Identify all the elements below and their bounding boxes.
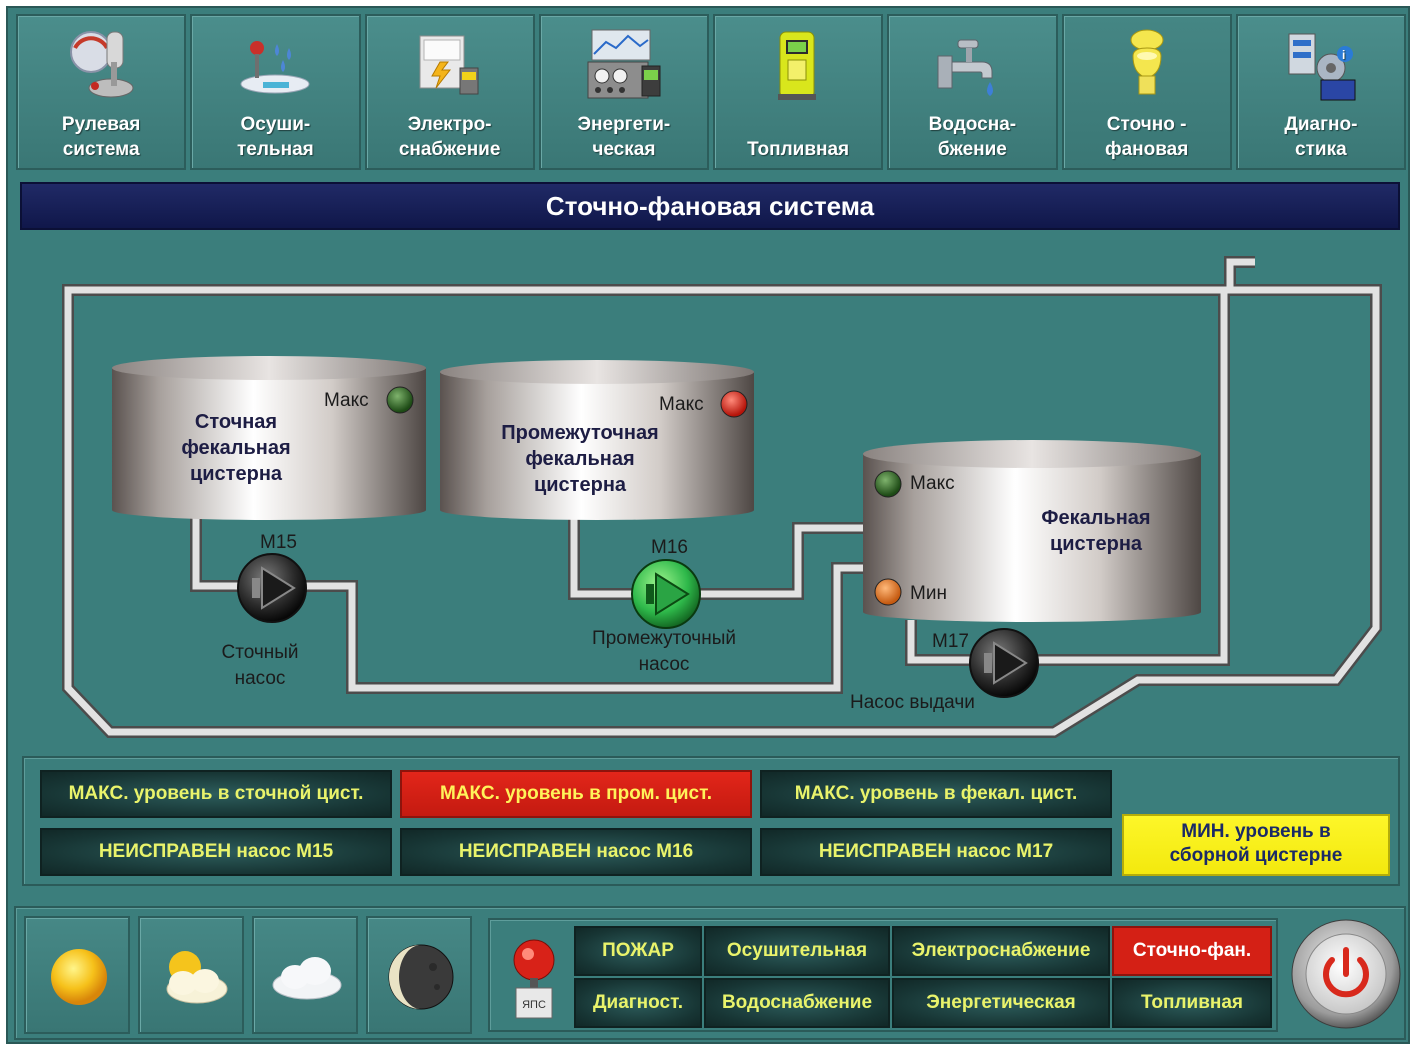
max-label: Макс bbox=[659, 394, 704, 415]
diagnostics-icon: i bbox=[1288, 33, 1356, 101]
tank-fecal-name: цистерна bbox=[1050, 533, 1143, 555]
nav-sewage[interactable]: Сточно - фановая bbox=[1061, 14, 1232, 170]
water-button[interactable]: Водоснабжение bbox=[704, 978, 890, 1028]
toilet-icon bbox=[1130, 29, 1164, 95]
bottom-bar: ЯПС ПОЖАР Осушительная Электроснабжение … bbox=[14, 906, 1406, 1040]
partly-cloudy-icon bbox=[166, 951, 228, 1004]
fuel-button[interactable]: Топливная bbox=[1112, 978, 1272, 1028]
top-nav: Рулевая система Осуши- тельная Э bbox=[16, 14, 1406, 170]
tank-intermediate-name: фекальная bbox=[525, 448, 634, 470]
pump-m17[interactable] bbox=[969, 628, 1039, 698]
nav-water[interactable]: Водосна- бжение bbox=[887, 14, 1058, 170]
tank-sewage: Сточная фекальная цистерна Макс bbox=[112, 356, 426, 520]
cloudy-icon bbox=[272, 957, 342, 1000]
nav-fuel[interactable]: Топливная bbox=[713, 14, 884, 170]
energy-monitor-icon bbox=[587, 29, 661, 99]
tank-intermediate: Промежуточная фекальная цистерна Макс bbox=[440, 360, 754, 520]
tank-intermediate-name: Промежуточная bbox=[501, 422, 658, 444]
pump-m15-name: Сточный bbox=[221, 642, 298, 663]
pump-m15-name: насос bbox=[235, 668, 286, 689]
nav-power-supply[interactable]: Электро- снабжение bbox=[364, 14, 535, 170]
sewage-button[interactable]: Сточно-фан. bbox=[1112, 926, 1272, 976]
pump-m17-name: Насос выдачи bbox=[850, 692, 975, 713]
max-label: Макс bbox=[910, 473, 955, 494]
joystick-icon bbox=[70, 31, 134, 98]
pump-m16[interactable] bbox=[631, 559, 701, 629]
alarm-panel: МАКС. уровень в сточной цист. МАКС. уров… bbox=[22, 756, 1400, 886]
nav-energy[interactable]: Энергети- ческая bbox=[538, 14, 709, 170]
energy-button[interactable]: Энергетическая bbox=[892, 978, 1110, 1028]
alarm-fault-m17[interactable]: НЕИСПРАВЕН насос М17 bbox=[760, 828, 1112, 876]
alarm-max-fecal[interactable]: МАКС. уровень в фекал. цист. bbox=[760, 770, 1112, 818]
page-title: Сточно-фановая система bbox=[20, 182, 1400, 230]
nav-steering[interactable]: Рулевая система bbox=[16, 14, 187, 170]
power-button[interactable] bbox=[1288, 914, 1404, 1034]
sun-icon bbox=[51, 949, 107, 1005]
fire-alarm-bell-icon[interactable]: ЯПС bbox=[504, 932, 564, 1022]
pipes bbox=[62, 256, 1382, 738]
min-label: Мин bbox=[910, 583, 947, 604]
pump-m16-name: Промежуточный bbox=[592, 628, 736, 649]
tank-sewage-name: Сточная bbox=[195, 411, 277, 433]
nav-diagnostics[interactable]: i Диагно- стика bbox=[1235, 14, 1406, 170]
tank-sewage-name: фекальная bbox=[181, 437, 290, 459]
quick-nav-panel: ЯПС ПОЖАР Осушительная Электроснабжение … bbox=[488, 918, 1278, 1032]
tank-fecal: Фекальная цистерна Макс Мин bbox=[863, 440, 1201, 622]
moon-icon bbox=[388, 944, 454, 1010]
cloudy-button[interactable] bbox=[252, 916, 358, 1034]
min-level-indicator bbox=[874, 578, 902, 606]
power-icon bbox=[1323, 947, 1369, 998]
partly-cloudy-button[interactable] bbox=[138, 916, 244, 1034]
pump-m16-id: M16 bbox=[651, 537, 688, 558]
main-window: Рулевая система Осуши- тельная Э bbox=[6, 6, 1410, 1044]
fire-button[interactable]: ПОЖАР bbox=[574, 926, 702, 976]
alarm-max-intermediate[interactable]: МАКС. уровень в пром. цист. bbox=[400, 770, 752, 818]
fuel-pump-icon bbox=[778, 31, 817, 100]
max-label: Макс bbox=[324, 390, 369, 411]
tank-fecal-name: Фекальная bbox=[1041, 507, 1150, 529]
diagnostics-button[interactable]: Диагност. bbox=[574, 978, 702, 1028]
night-button[interactable] bbox=[366, 916, 472, 1034]
pump-m16-name: насос bbox=[639, 654, 690, 675]
water-tap-icon bbox=[937, 39, 994, 96]
day-button[interactable] bbox=[24, 916, 130, 1034]
schematic: Сточная фекальная цистерна Макс Промежут… bbox=[62, 256, 1382, 738]
alarm-min-collection[interactable]: МИН. уровень в сборной цистерне bbox=[1122, 814, 1390, 876]
svg-text:ЯПС: ЯПС bbox=[522, 999, 546, 1011]
alarm-fault-m16[interactable]: НЕИСПРАВЕН насос М16 bbox=[400, 828, 752, 876]
pump-m17-id: M17 bbox=[932, 631, 969, 652]
pump-m15[interactable] bbox=[237, 553, 307, 623]
pump-m15-id: M15 bbox=[260, 532, 297, 553]
max-level-indicator bbox=[720, 390, 748, 418]
nav-drying[interactable]: Осуши- тельная bbox=[190, 14, 361, 170]
alarm-max-sewage[interactable]: МАКС. уровень в сточной цист. bbox=[40, 770, 392, 818]
alarm-fault-m15[interactable]: НЕИСПРАВЕН насос М15 bbox=[40, 828, 392, 876]
power-supply-button[interactable]: Электроснабжение bbox=[892, 926, 1110, 976]
max-level-indicator bbox=[386, 386, 414, 414]
tank-intermediate-name: цистерна bbox=[534, 474, 627, 496]
max-level-indicator bbox=[874, 470, 902, 498]
svg-text:i: i bbox=[1342, 48, 1345, 62]
tank-sewage-name: цистерна bbox=[190, 463, 283, 485]
drying-icon bbox=[240, 41, 310, 94]
drying-button[interactable]: Осушительная bbox=[704, 926, 890, 976]
power-supply-icon bbox=[419, 35, 479, 95]
